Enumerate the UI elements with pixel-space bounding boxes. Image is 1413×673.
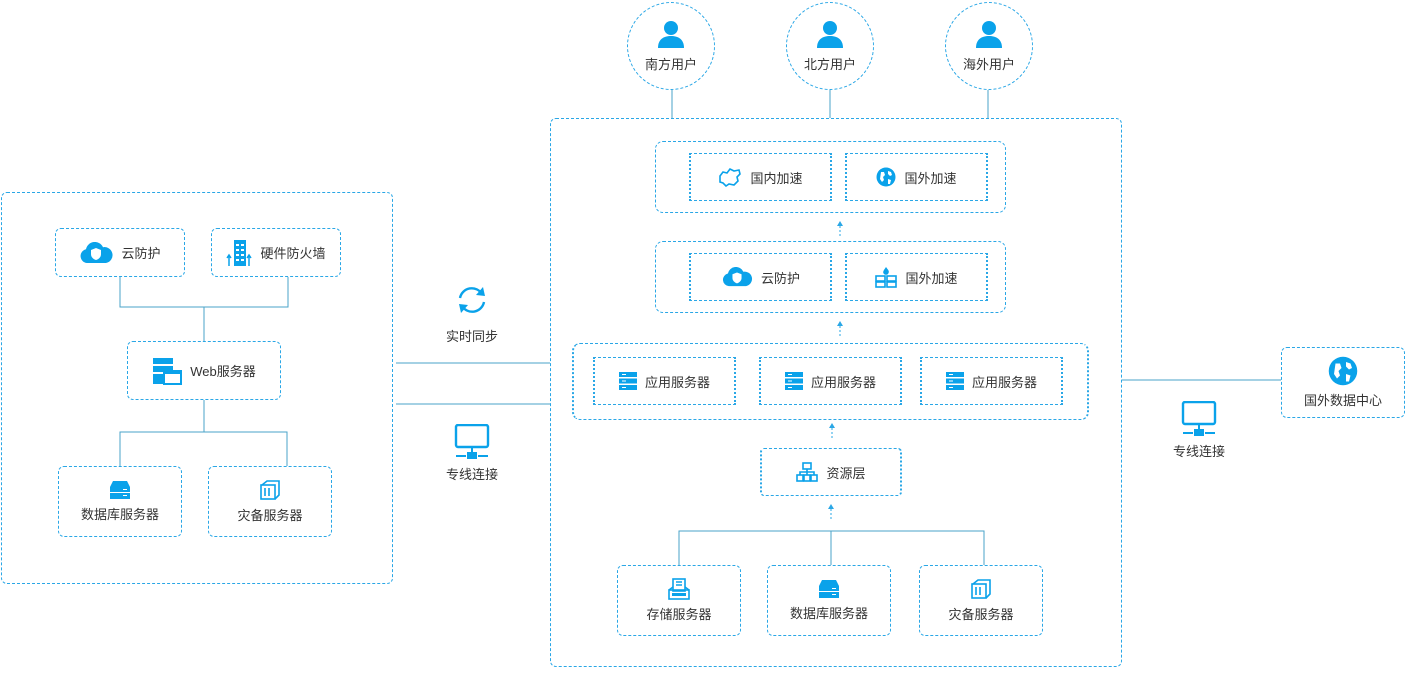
left-database-server-node[interactable]: 数据库服务器: [58, 466, 182, 537]
acceleration-layer: [655, 141, 1006, 213]
right-disaster-recovery-node[interactable]: 灾备服务器: [919, 565, 1043, 636]
database-icon: [818, 579, 840, 599]
cloud-shield-icon: [721, 267, 753, 287]
domestic-accel-label: 国内加速: [750, 170, 803, 186]
china-map-icon: [718, 167, 742, 187]
right-disaster-recovery-label: 灾备服务器: [948, 607, 1014, 622]
app-server-node-1[interactable]: 应用服务器: [593, 357, 736, 405]
left-web-server-node[interactable]: Web服务器: [127, 341, 281, 400]
resource-layer-node[interactable]: 资源层: [760, 448, 902, 496]
overseas-datacenter-node[interactable]: 国外数据中心: [1281, 347, 1405, 418]
app-server-label-3: 应用服务器: [971, 374, 1037, 390]
left-hardware-firewall-label: 硬件防火墙: [260, 246, 326, 261]
database-icon: [109, 480, 131, 500]
left-cloud-protect-node[interactable]: 云防护: [55, 228, 185, 277]
left-hardware-firewall-node[interactable]: 硬件防火墙: [211, 228, 341, 277]
user-north[interactable]: 北方用户: [786, 2, 874, 90]
left-disaster-recovery-node[interactable]: 灾备服务器: [208, 466, 332, 537]
left-cloud-protect-label: 云防护: [121, 246, 161, 261]
right-database-server-label: 数据库服务器: [789, 606, 868, 621]
dedicated-line-label: 专线连接: [445, 467, 498, 482]
user-icon: [658, 20, 684, 48]
left-database-server-label: 数据库服务器: [80, 507, 159, 522]
far-right-dedicated-label: 专线连接: [1172, 444, 1225, 459]
app-server-node-2[interactable]: 应用服务器: [759, 357, 902, 405]
overseas-datacenter-label: 国外数据中心: [1303, 393, 1382, 408]
left-disaster-recovery-label: 灾备服务器: [237, 508, 303, 523]
storage-icon: [668, 578, 690, 600]
storage-server-node[interactable]: 存储服务器: [617, 565, 741, 636]
overseas-accel-label: 国外加速: [904, 170, 957, 186]
app-server-label-1: 应用服务器: [644, 374, 710, 390]
left-web-server-label: Web服务器: [190, 364, 256, 379]
resource-layer-label: 资源层: [826, 465, 866, 481]
cloud-shield-icon: [79, 241, 114, 264]
firewall-icon: [226, 238, 253, 268]
globe-icon: [1328, 356, 1358, 386]
cloud-protect-node[interactable]: 云防护: [689, 253, 832, 301]
user-south-label: 南方用户: [644, 56, 697, 72]
user-north-label: 北方用户: [803, 56, 856, 72]
user-icon: [817, 20, 843, 48]
overseas-accel-node[interactable]: 国外加速: [845, 153, 988, 201]
overseas-accel-firewall-label: 国外加速: [905, 270, 958, 286]
server-icon: [618, 372, 637, 390]
right-database-server-node[interactable]: 数据库服务器: [767, 565, 891, 636]
firewall-icon: [875, 266, 898, 288]
user-overseas-label: 海外用户: [962, 56, 1015, 72]
user-south[interactable]: 南方用户: [627, 2, 715, 90]
app-server-label-2: 应用服务器: [810, 374, 876, 390]
left-datacenter-panel: [1, 192, 393, 584]
monitor-network-icon: [1181, 401, 1217, 437]
application-layer: [572, 343, 1089, 420]
user-overseas[interactable]: 海外用户: [945, 2, 1033, 90]
user-icon: [976, 20, 1002, 48]
app-server-node-3[interactable]: 应用服务器: [920, 357, 1063, 405]
backup-icon: [970, 578, 992, 600]
cloud-protect-label: 云防护: [760, 270, 800, 286]
right-datacenter-panel: [550, 118, 1122, 667]
org-tree-icon: [796, 462, 819, 482]
web-server-icon: [152, 357, 183, 385]
security-layer: [655, 241, 1006, 313]
domestic-accel-node[interactable]: 国内加速: [689, 153, 832, 201]
globe-icon: [876, 167, 896, 187]
server-icon: [784, 372, 803, 390]
monitor-network-icon: [454, 424, 490, 460]
sync-icon: [454, 284, 490, 316]
storage-server-label: 存储服务器: [646, 607, 712, 622]
sync-label: 实时同步: [445, 329, 498, 344]
server-icon: [945, 372, 964, 390]
overseas-accel-firewall-node[interactable]: 国外加速: [845, 253, 988, 301]
backup-icon: [259, 479, 281, 501]
